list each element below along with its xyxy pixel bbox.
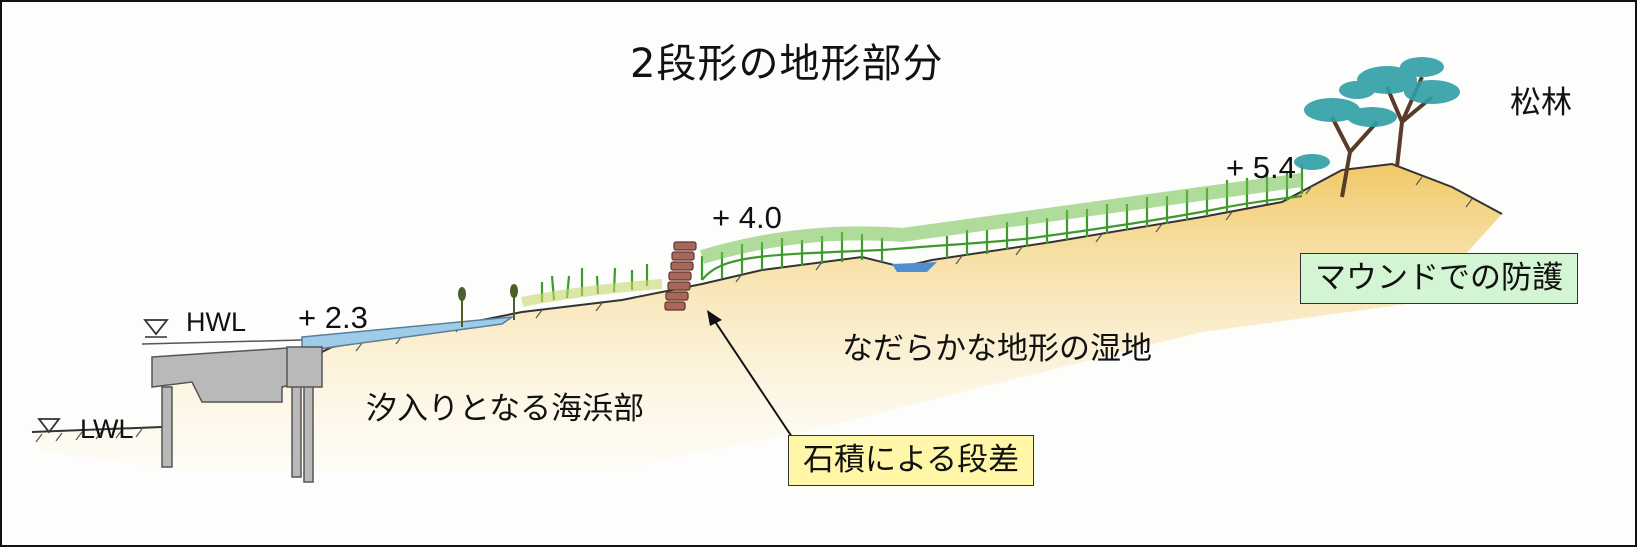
reed-plants xyxy=(458,284,518,327)
pine-forest-label: 松林 xyxy=(1510,85,1572,121)
stone-wall xyxy=(664,241,697,311)
grass-vegetation xyxy=(521,164,1304,307)
elevation-5-4: + 5.4 xyxy=(1226,150,1296,185)
elevation-4-0: + 4.0 xyxy=(712,200,782,235)
callout-arrowhead xyxy=(707,310,722,326)
callout-arrow xyxy=(711,316,793,438)
hwl-line xyxy=(141,339,303,345)
sand-ground xyxy=(32,164,1502,472)
diagram-title: 2段形の地形部分 xyxy=(630,41,944,87)
beach-label: 汐入りとなる海浜部 xyxy=(366,391,645,427)
pine-trees xyxy=(1294,57,1460,198)
stone-step-callout: 石積による段差 xyxy=(788,435,1035,487)
hwl-label: HWL xyxy=(186,307,246,337)
elevation-2-3: + 2.3 xyxy=(298,300,368,335)
wetland-label: なだらかな地形の湿地 xyxy=(842,331,1152,367)
hwl-triangle xyxy=(143,319,169,336)
lwl-label: LWL xyxy=(80,414,134,444)
wetland-pond xyxy=(892,262,937,272)
mound-protection-callout: マウンドでの防護 xyxy=(1300,253,1578,305)
seawall-structure xyxy=(151,346,323,483)
lwl-triangle xyxy=(37,418,61,434)
